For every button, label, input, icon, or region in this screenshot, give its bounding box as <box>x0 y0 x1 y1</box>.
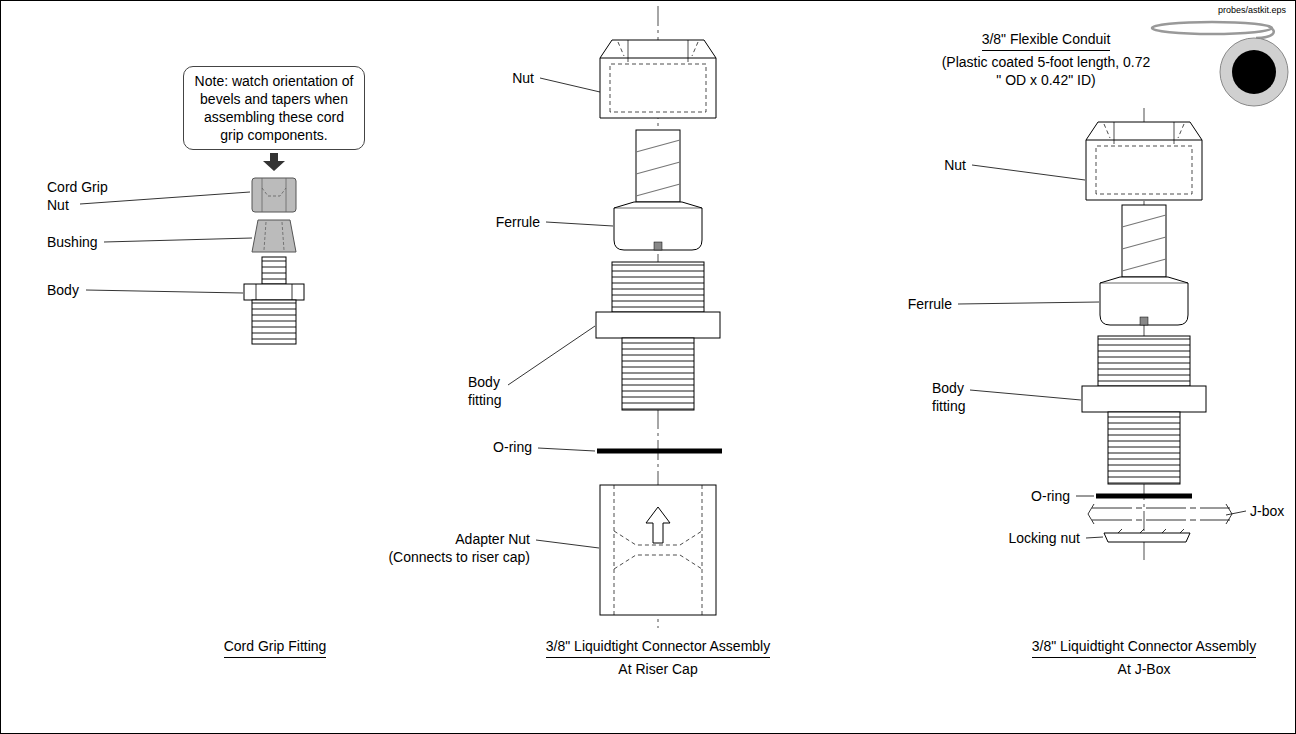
part-label: Cord Grip Nut <box>47 178 117 214</box>
pointer-arrow <box>263 153 285 171</box>
part-label: Body fitting <box>932 379 982 415</box>
o-ring-part <box>597 449 722 454</box>
part-label: J-box <box>1250 502 1284 520</box>
nut-part <box>600 40 716 118</box>
part-label: Ferrule <box>496 213 540 231</box>
part-label: Nut <box>944 156 966 174</box>
part-label: Locking nut <box>1008 529 1080 547</box>
body-fitting-part <box>1082 336 1206 484</box>
o-ring-part <box>1096 494 1192 499</box>
note-box: Note: watch orientation of bevels and ta… <box>183 66 365 150</box>
adapter-nut-part <box>600 485 716 615</box>
part-label: Nut <box>512 69 534 87</box>
ferrule-part <box>614 130 702 250</box>
part-label: Body fitting <box>468 373 518 409</box>
locking-nut-part <box>1104 529 1190 542</box>
body-fitting-part <box>596 262 720 410</box>
caption: Cord Grip Fitting <box>224 637 327 658</box>
nut-part <box>1086 122 1202 200</box>
part-label: Bushing <box>47 233 98 251</box>
part-label: Adapter Nut <box>455 530 530 548</box>
caption: At J-Box <box>1118 660 1171 678</box>
cord-grip-fitting <box>244 178 304 344</box>
part-label: Ferrule <box>908 295 952 313</box>
part-label: O-ring <box>1031 487 1070 505</box>
part-label: Body <box>47 281 79 299</box>
caption: At Riser Cap <box>618 660 697 678</box>
file-name: probes/astkit.eps <box>1218 4 1286 16</box>
flexible-conduit <box>1152 22 1288 106</box>
j-box-wall <box>1088 504 1232 524</box>
caption: 3/8" Liquidtight Connector Assembly <box>546 637 770 658</box>
caption: 3/8" Liquidtight Connector Assembly <box>1032 637 1256 658</box>
note-text: Note: watch orientation of bevels and ta… <box>192 72 356 144</box>
part-title: 3/8" Flexible Conduit <box>982 30 1111 51</box>
ferrule-part <box>1100 205 1188 325</box>
part-note: (Connects to riser cap) <box>388 548 530 566</box>
part-label: O-ring <box>493 438 532 456</box>
part-spec: (Plastic coated 5-foot length, 0.72 " OD… <box>939 53 1153 89</box>
